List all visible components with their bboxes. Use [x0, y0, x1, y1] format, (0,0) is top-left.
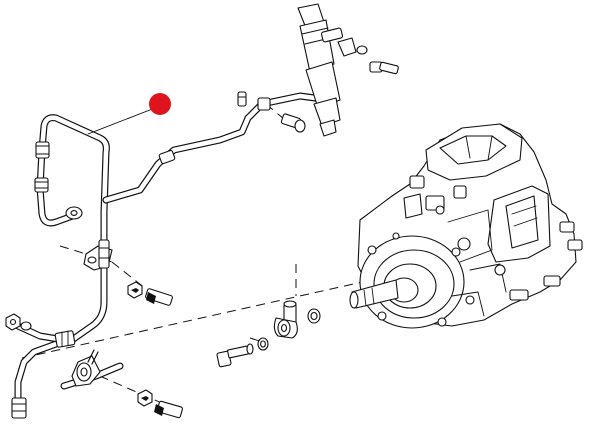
line-nut: [257, 97, 271, 111]
callout: [87, 93, 171, 135]
upper-fuel-line: [36, 92, 334, 264]
line-nut: [54, 330, 76, 348]
bolt: [145, 288, 173, 306]
banjo-fitting-set: [216, 300, 321, 368]
line-nut: [158, 149, 176, 165]
callout-marker[interactable]: [149, 93, 171, 115]
line-fittings-upper: [34, 91, 271, 220]
lower-pipe-clamp: [60, 349, 124, 390]
line-nut: [34, 177, 49, 193]
pipe-clamp-bracket: [83, 239, 113, 271]
line-nut: [11, 397, 27, 419]
bolt: [379, 61, 399, 75]
washer: [356, 45, 368, 55]
fuel-injector: [280, 3, 399, 137]
washer: [20, 321, 32, 331]
injection-pump: [349, 123, 583, 329]
line-fittings-lower: [5, 313, 76, 419]
line-nut: [237, 91, 247, 107]
callout-leader-line: [87, 105, 161, 135]
bolt-set-left: [127, 281, 183, 419]
line-nut: [35, 141, 50, 159]
